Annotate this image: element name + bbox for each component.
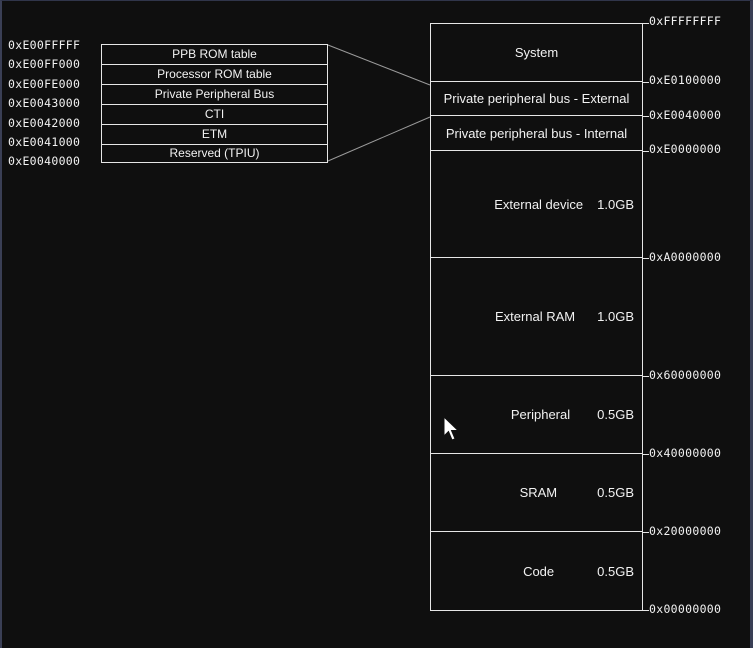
memory-address: 0xE0040000 bbox=[649, 108, 722, 122]
memory-region-peripheral: Peripheral 0.5GB bbox=[430, 376, 643, 454]
region-name: System bbox=[514, 45, 559, 60]
ppb-row-rom-table: PPB ROM table bbox=[101, 44, 328, 65]
memory-address: 0x60000000 bbox=[649, 368, 722, 382]
memory-address: 0xFFFFFFFF bbox=[649, 14, 722, 28]
memory-address: 0xA0000000 bbox=[649, 250, 722, 264]
memory-region-external-ram: External RAM 1.0GB bbox=[430, 258, 643, 376]
address-tick bbox=[643, 610, 649, 611]
memory-region-external-device: External device 1.0GB bbox=[430, 151, 643, 258]
region-name: External device bbox=[494, 196, 584, 212]
memory-region-ppb-internal: Private peripheral bus - Internal bbox=[430, 116, 643, 151]
ppb-address: 0xE00FFFFF bbox=[8, 38, 81, 52]
memory-region-code: Code 0.5GB bbox=[430, 532, 643, 611]
address-tick bbox=[643, 454, 649, 455]
memory-address: 0x40000000 bbox=[649, 446, 722, 460]
ppb-row-etm: ETM bbox=[101, 125, 328, 145]
memory-region-sram: SRAM 0.5GB bbox=[430, 454, 643, 532]
region-name: Peripheral bbox=[510, 407, 571, 422]
ppb-address: 0xE0041000 bbox=[8, 135, 81, 149]
address-tick bbox=[643, 23, 649, 24]
address-tick bbox=[643, 258, 649, 259]
ppb-address: 0xE0043000 bbox=[8, 96, 81, 110]
memory-region-ppb-external: Private peripheral bus - External bbox=[430, 82, 643, 116]
connector-line-top bbox=[327, 44, 431, 86]
memory-address: 0x00000000 bbox=[649, 602, 722, 616]
region-name: SRAM bbox=[519, 485, 558, 500]
region-name: Private peripheral bus - Internal bbox=[445, 125, 628, 141]
region-name: Code bbox=[523, 563, 555, 579]
ppb-row-reserved-tpiu: Reserved (TPIU) bbox=[101, 145, 328, 163]
address-tick bbox=[643, 376, 649, 377]
ppb-address: 0xE00FF000 bbox=[8, 57, 81, 71]
connector-line-bottom bbox=[327, 116, 431, 162]
ppb-row-private-peripheral-bus: Private Peripheral Bus bbox=[101, 85, 328, 105]
address-tick bbox=[643, 116, 649, 117]
ppb-row-processor-rom-table: Processor ROM table bbox=[101, 65, 328, 85]
address-tick bbox=[643, 532, 649, 533]
ppb-address: 0xE00FE000 bbox=[8, 77, 81, 91]
region-size: 0.5GB bbox=[597, 407, 634, 422]
mouse-pointer-icon bbox=[443, 416, 460, 441]
ppb-row-cti: CTI bbox=[101, 105, 328, 125]
region-size: 1.0GB bbox=[597, 309, 634, 324]
region-name: Private peripheral bus - External bbox=[443, 91, 630, 106]
memory-address: 0x20000000 bbox=[649, 524, 722, 538]
region-name: External RAM bbox=[494, 309, 576, 324]
memory-address: 0xE0100000 bbox=[649, 73, 722, 87]
region-size: 0.5GB bbox=[597, 563, 634, 579]
address-tick bbox=[643, 151, 649, 152]
memory-address: 0xE0000000 bbox=[649, 142, 722, 156]
ppb-address: 0xE0040000 bbox=[8, 154, 81, 168]
region-size: 1.0GB bbox=[597, 196, 634, 212]
ppb-address: 0xE0042000 bbox=[8, 116, 81, 130]
address-tick bbox=[643, 82, 649, 83]
memory-region-system: System bbox=[430, 23, 643, 82]
region-size: 0.5GB bbox=[597, 485, 634, 500]
